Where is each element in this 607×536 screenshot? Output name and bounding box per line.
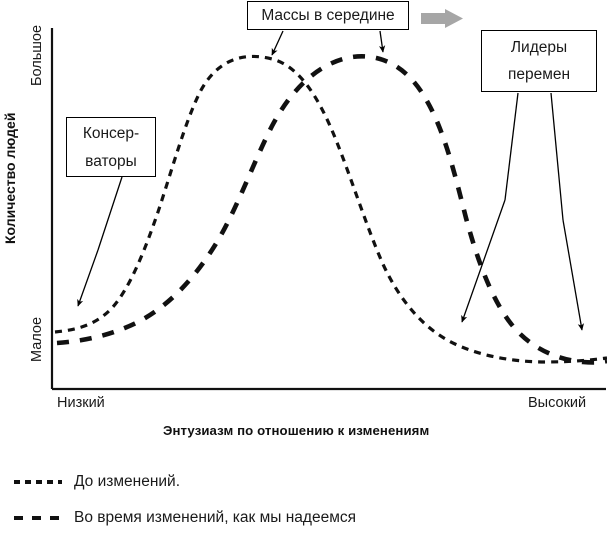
y-axis-title: Количество людей (2, 112, 18, 244)
leader-masses-right (378, 30, 386, 53)
shift-arrow-icon (421, 9, 463, 28)
series-before-change (54, 54, 607, 364)
y-axis-tick-low: Малое (29, 316, 45, 362)
callout-conservatives-line1: Консер- (82, 125, 140, 142)
x-axis-tick-high: Высокий (528, 395, 587, 411)
callout-conservatives-line2: ваторы (85, 152, 137, 170)
x-axis-title: Энтузиазм по отношению к изменениям (163, 423, 430, 438)
callout-conservatives: Консер- ваторы (66, 117, 156, 177)
leader-masses-left (271, 30, 284, 56)
legend-swatch-during-change (14, 516, 62, 520)
leader-leaders-left (461, 92, 519, 323)
legend-swatch-before-change (14, 480, 62, 484)
callout-masses: Массы в середине (247, 1, 409, 30)
callout-leaders-line1: Лидеры (510, 38, 568, 56)
legend-item-before-change: До изменений. (14, 472, 180, 492)
legend-label-before-change: До изменений. (74, 473, 181, 490)
leader-leaders-right (550, 92, 585, 331)
legend-label-during-change: Во время изменений, как мы надеемся (74, 509, 357, 526)
callout-leaders: Лидеры перемен (481, 30, 597, 92)
x-axis-tick-low: Низкий (57, 395, 105, 411)
callout-leaders-line2: перемен (507, 66, 571, 83)
legend-item-during-change: Во время изменений, как мы надеемся (14, 508, 356, 528)
y-axis-tick-high: Большое (29, 24, 45, 86)
callout-masses-line1: Массы в середине (261, 6, 395, 24)
axis-lines (50, 28, 606, 391)
leader-conservatives (77, 176, 123, 307)
series-during-change (56, 54, 607, 365)
